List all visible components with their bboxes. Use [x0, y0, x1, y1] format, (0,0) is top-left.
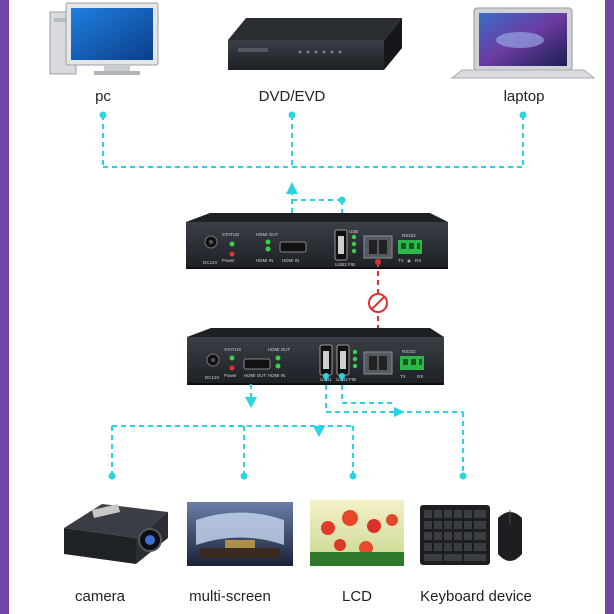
left-frame-border: [0, 0, 9, 614]
output-link-lines: [111, 376, 464, 474]
transmitter-device: [186, 213, 448, 269]
desktop-pc-icon: [49, 2, 159, 75]
laptop-icon: [450, 7, 596, 79]
output-label-keyboard: Keyboard device: [420, 588, 532, 605]
tx-hdmi-out-label: HDMI OUT: [256, 232, 278, 237]
dvd-player-icon: [228, 18, 402, 70]
source-label-dvd: DVD/EVD: [258, 88, 326, 105]
rx-rs232-label: RS232: [402, 349, 416, 354]
output-label-lcd: LCD: [341, 588, 372, 605]
source-dots: [99, 111, 527, 229]
output-label-camera: camera: [74, 588, 126, 605]
projector-icon: [64, 504, 168, 564]
rx-status-label: STATUS: [224, 347, 241, 352]
rx-hdmi-in-label: HDMI IN: [268, 373, 285, 378]
tx-rx-label: RX: [415, 258, 421, 263]
tx-dc-label: DC12V: [203, 260, 218, 265]
lcd-display-icon: [310, 500, 404, 566]
tx-usb-label: USB: [349, 229, 358, 234]
tx-tx-label: TX: [398, 258, 404, 263]
tx-status-label: STATUS: [222, 232, 239, 237]
rx-dc-label: DC12V: [205, 375, 220, 380]
rx-tx-label: TX: [400, 374, 406, 379]
tx-hdmi-in-label-2: HDMI IN: [282, 258, 299, 263]
down-arrow-icon: [245, 397, 257, 408]
receiver-device: [187, 328, 444, 385]
rx-hdmi-out-top-label: HDMI OUT: [268, 347, 290, 352]
up-arrow-icon: [286, 182, 298, 194]
rx-power-label: Power: [224, 373, 237, 378]
source-label-pc: pc: [95, 88, 111, 105]
rx-hdmi-out-label: HDMI OUT: [244, 373, 266, 378]
tx-power-label: Power: [222, 258, 235, 263]
tx-usb2-label: USB2 FIB: [335, 262, 355, 267]
output-label-multi-screen: multi-screen: [189, 588, 271, 605]
rx-rx-label: RX: [417, 374, 423, 379]
down-arrow-icon-2: [313, 426, 325, 437]
right-arrow-icon: [394, 407, 405, 417]
source-label-laptop: laptop: [503, 88, 545, 105]
fiber-link: [368, 259, 388, 337]
tx-hdmi-in-label-1: HDMI IN: [256, 258, 273, 263]
output-dots: [108, 373, 467, 480]
tx-rs232-label: RS232: [402, 233, 416, 238]
right-frame-border: [605, 0, 614, 614]
keyboard-mouse-icon: [420, 505, 522, 565]
rx-usb2-label: USB2 FIB: [336, 377, 356, 382]
multi-screen-icon: [187, 502, 293, 566]
